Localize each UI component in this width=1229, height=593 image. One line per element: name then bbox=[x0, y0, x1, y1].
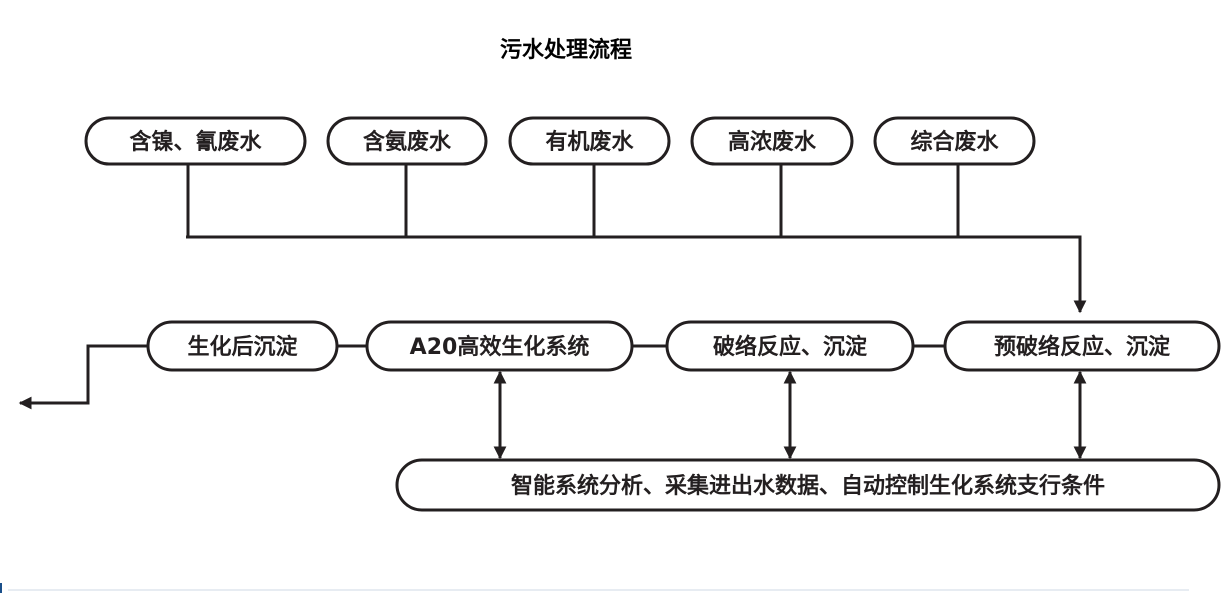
source-node-label: 综合废水 bbox=[910, 129, 999, 155]
source-node-nickel-cyanide: 含镍、氰废水 bbox=[84, 116, 307, 166]
source-node-organic: 有机废水 bbox=[508, 116, 671, 166]
source-connectors bbox=[186, 165, 1087, 314]
diagram-title: 污水处理流程 bbox=[500, 37, 632, 63]
source-node-ammonia: 含氨废水 bbox=[326, 116, 488, 166]
bottom-divider bbox=[8, 589, 1189, 591]
process-node-a20-biochemical: A20高效生化系统 bbox=[365, 320, 634, 372]
control-arrows bbox=[493, 370, 1087, 460]
source-node-comprehensive: 综合废水 bbox=[873, 116, 1036, 166]
source-node-label: 有机废水 bbox=[545, 129, 634, 155]
source-node-label: 含镍、氰废水 bbox=[129, 129, 262, 155]
process-node-pre-breaking: 预破络反应、沉淀 bbox=[943, 320, 1221, 372]
control-node: 智能系统分析、采集进出水数据、自动控制生化系统支行条件 bbox=[395, 458, 1221, 512]
process-node-post-settling: 生化后沉淀 bbox=[146, 320, 339, 372]
process-node-breaking: 破络反应、沉淀 bbox=[665, 320, 915, 372]
process-node-label: 预破络反应、沉淀 bbox=[994, 334, 1171, 360]
source-node-label: 含氨废水 bbox=[363, 129, 452, 155]
process-node-label: 破络反应、沉淀 bbox=[713, 334, 868, 360]
source-node-label: 高浓废水 bbox=[728, 129, 817, 155]
process-node-label: 生化后沉淀 bbox=[187, 334, 298, 360]
process-connectors bbox=[18, 344, 945, 410]
process-node-label: A20高效生化系统 bbox=[410, 334, 590, 360]
source-node-high-concentration: 高浓废水 bbox=[690, 116, 854, 166]
control-node-label: 智能系统分析、采集进出水数据、自动控制生化系统支行条件 bbox=[511, 473, 1105, 499]
edge-marker bbox=[0, 583, 2, 593]
